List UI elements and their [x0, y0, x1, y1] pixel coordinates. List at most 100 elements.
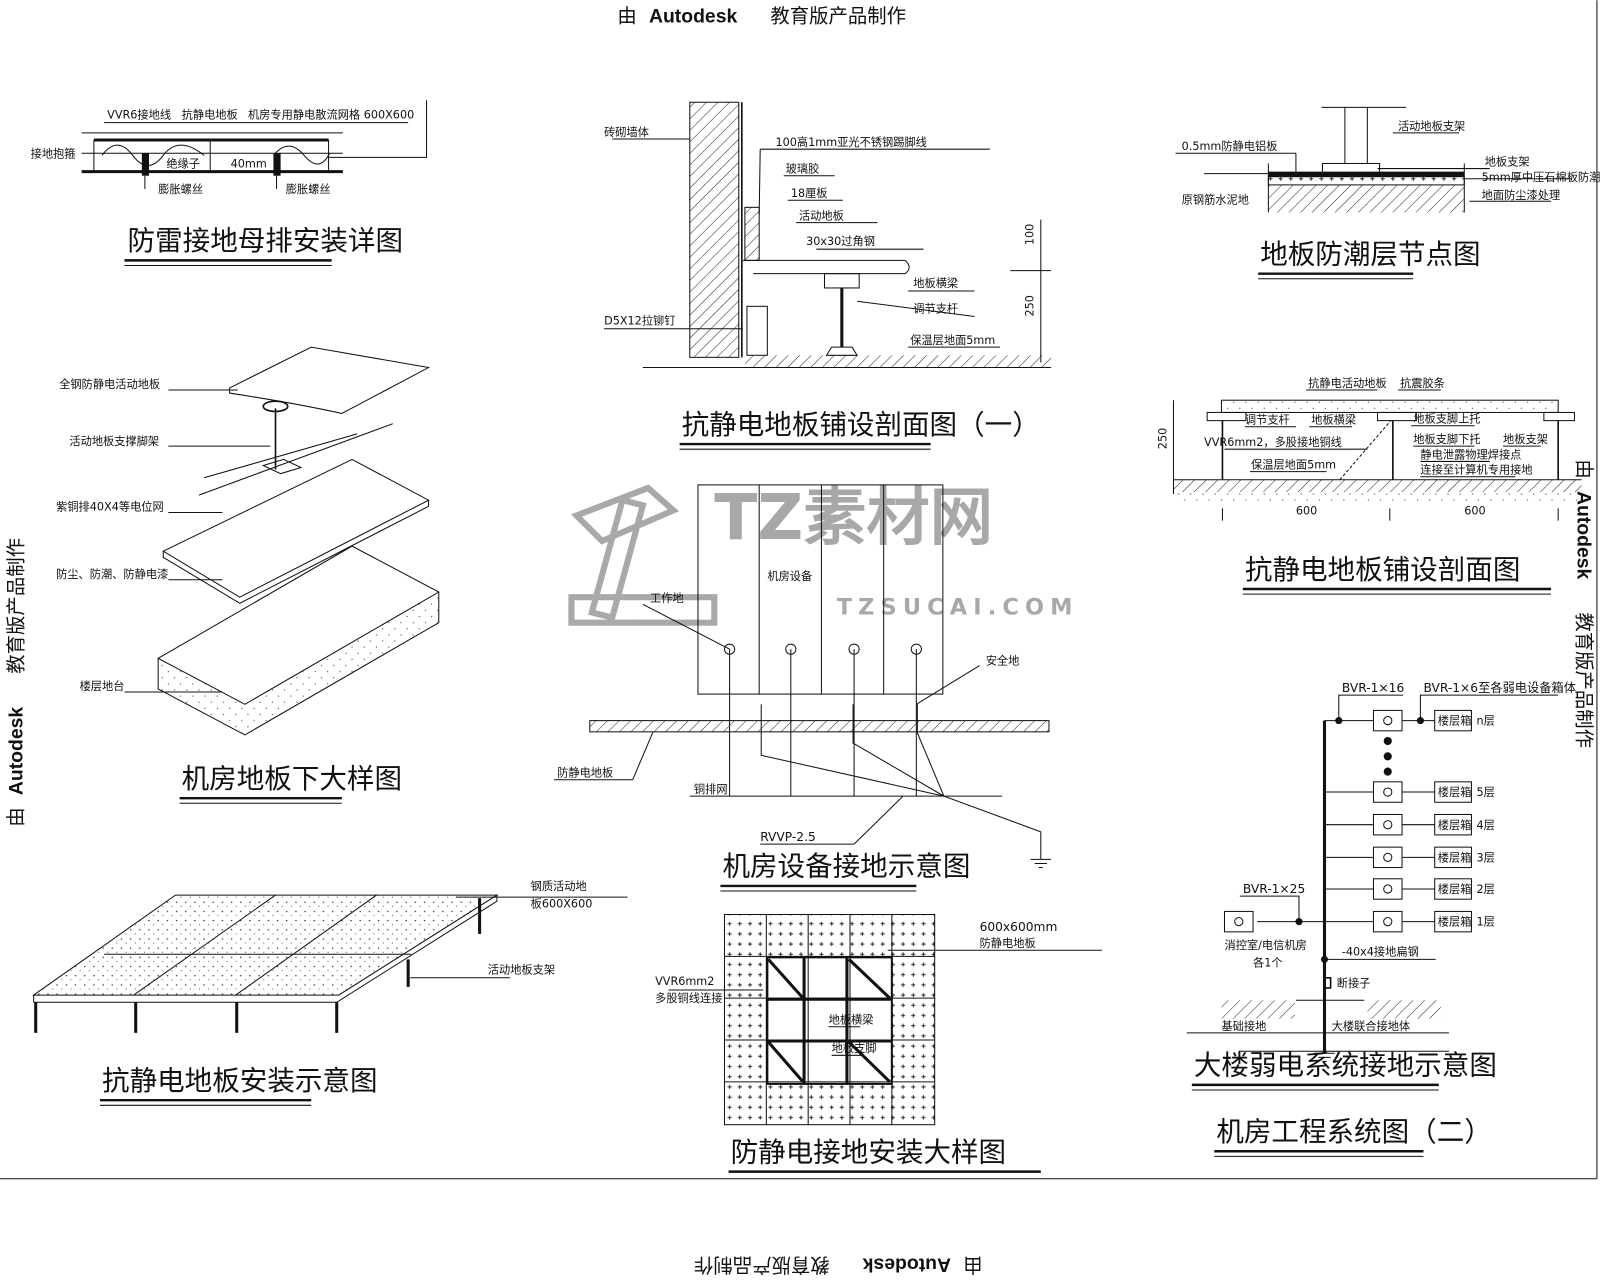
label-floor: 活动地板	[799, 209, 844, 223]
label-foot: 地板支脚	[832, 1041, 877, 1055]
title-static-grounding-detail: 防静电接地安装大样图	[731, 1136, 1006, 1168]
floor-row: 楼层箱 2层	[1324, 878, 1495, 900]
label-bracket: 地板支架	[1503, 432, 1548, 446]
autodesk-watermark-left: 由 Autodesk 教育版产品制作	[4, 538, 27, 827]
svg-text:Autodesk: Autodesk	[1573, 491, 1595, 579]
label-size: 600x600mm	[980, 920, 1058, 934]
floor-row: 楼层箱 4层	[1324, 813, 1495, 836]
autodesk-watermark-top: 由 Autodesk 教育版产品制作	[617, 5, 906, 28]
label-vvr6: VVR6接地线	[107, 108, 171, 122]
label-concrete: 原钢筋水泥地	[1182, 192, 1249, 206]
svg-text:教育版产品制作: 教育版产品制作	[1573, 612, 1596, 748]
label-floor: 抗静电活动地板	[1308, 376, 1387, 390]
equipment-grounding-drawing: 机房设备 工作地 安全地 防静电地板 铜排网 RVVP-2.5	[554, 484, 1052, 869]
ground-terminal-box	[1372, 813, 1403, 836]
label-panel-line2: 板600X600	[531, 896, 593, 910]
tzsucai-watermark: TZ素材网 TZSUCAI.COM	[568, 480, 1072, 626]
label-rivet: D5X12拉铆钉	[604, 314, 675, 328]
title-floor-install: 抗静电地板安装示意图	[102, 1065, 377, 1097]
label-glue: 玻璃胶	[786, 162, 820, 176]
floor-label: 5层	[1477, 786, 1495, 799]
label-clamp: 接地抱箍	[31, 146, 76, 160]
label-bolt-right: 膨胀螺丝	[286, 182, 331, 196]
title-underfloor-detail: 机房地板下大样图	[182, 763, 402, 795]
moisture-node-drawing: 活动地板支架 0.5mm防静电铝板 地板支架 5mm厚中压石棉板防潮层 原钢筋水…	[1175, 106, 1600, 213]
floor-box	[1434, 813, 1472, 836]
label-paint: 地面防尘漆处理	[1482, 188, 1561, 202]
label-slab: 楼层地台	[80, 679, 125, 693]
title-section-one: 抗静电地板铺设剖面图（一）	[682, 409, 1040, 441]
svg-text:Autodesk: Autodesk	[649, 6, 737, 28]
ground-terminal-box	[1372, 781, 1403, 803]
label-angle: 30x30过角钢	[806, 235, 875, 248]
label-trunk-cable: BVR-1×16	[1342, 681, 1405, 695]
label-floor: 防静电地板	[980, 936, 1036, 950]
floor-box	[1434, 878, 1472, 900]
ground-symbol-icon	[1383, 917, 1393, 927]
floor-row: 楼层箱 n层	[1324, 709, 1495, 732]
floor-label: 2层	[1477, 883, 1495, 896]
label-connect: 连接至计算机专用接地	[1420, 463, 1532, 477]
label-beam: 地板横梁	[913, 276, 958, 290]
static-grounding-detail-drawing: 600x600mm 防静电地板 VVR6mm2 多股铜线连接 地板横梁 地板支脚	[655, 913, 1103, 1126]
svg-text:教育版产品制作: 教育版产品制作	[694, 1253, 830, 1276]
ground-terminal-box	[1372, 878, 1403, 900]
autodesk-watermark-right: 由 Autodesk 教育版产品制作	[1573, 459, 1596, 748]
label-wire-1: VVR6mm2	[655, 975, 714, 988]
floor-row: 楼层箱 3层	[1324, 846, 1495, 869]
label-pedestal: 活动地板支撑脚架	[69, 434, 159, 448]
label-wire: VVR6mm2，多股接地铜线	[1204, 435, 1342, 449]
ground-terminal-box	[1372, 709, 1403, 732]
title-moisture-node: 地板防潮层节点图	[1260, 238, 1480, 270]
label-bolt-left: 膨胀螺丝	[158, 182, 203, 196]
ground-symbol-icon	[1383, 820, 1393, 830]
label-combined: 大楼联合接地体	[1332, 1019, 1411, 1033]
label-floor: 防静电地板	[557, 766, 613, 780]
label-foundation: 基础接地	[1221, 1020, 1266, 1033]
room-ground-box	[1223, 910, 1254, 933]
label-copper-grid: 铜排网	[694, 782, 728, 796]
svg-text:由: 由	[617, 5, 636, 28]
label-bracket: 地板支架	[1485, 155, 1530, 169]
label-wire-2: 多股铜线连接	[655, 991, 722, 1005]
label-safety-ground: 安全地	[986, 653, 1020, 667]
section-one-drawing: 砖砌墙体 100高1mm亚光不锈钢踢脚线 玻璃胶 18厘板 活动地板 30x30…	[604, 101, 1052, 369]
label-height: 40mm	[231, 158, 267, 171]
svg-text:Autodesk: Autodesk	[5, 707, 27, 796]
label-panel: 全钢防静电活动地板	[59, 377, 160, 391]
title-lightning-busbar: 防雷接地母排安装详图	[128, 225, 403, 257]
floor-box	[1434, 910, 1472, 933]
label-disconnect: 断接子	[1337, 976, 1371, 990]
ground-symbol-icon	[1383, 787, 1393, 797]
svg-text:教育版产品制作: 教育版产品制作	[4, 538, 27, 674]
ground-symbol-icon	[1383, 852, 1393, 862]
lightning-busbar-drawing: VVR6接地线 抗静电地板 机房专用静电散流网格 600X600 接地抱箍 绝缘…	[31, 100, 428, 196]
label-room-line1: 消控室/电信机房	[1224, 938, 1306, 952]
floor-label: n层	[1477, 715, 1495, 728]
floor-install-drawing: 钢质活动地 板600X600 活动地板支架	[32, 880, 628, 1033]
floor-label: 4层	[1477, 819, 1495, 832]
label-support: 活动地板支架	[488, 963, 555, 977]
floor-box	[1434, 781, 1472, 803]
label-asbestos: 5mm厚中压石棉板防潮层	[1482, 170, 1600, 184]
title-building-grounding: 大楼弱电系统接地示意图	[1194, 1050, 1497, 1082]
label-rod: 调节支杆	[1245, 413, 1290, 427]
label-insulation: 保温层地面5mm	[1251, 458, 1336, 472]
floor-box-label: 楼层箱	[1438, 785, 1472, 799]
label-strip: 抗震胶条	[1400, 376, 1445, 390]
label-floor: 抗静电地板	[182, 108, 238, 122]
floor-box-label: 楼层箱	[1438, 818, 1472, 832]
dim-span-1: 600	[1296, 504, 1317, 517]
dim-top: 100	[1024, 224, 1037, 245]
label-support: 活动地板支架	[1398, 119, 1465, 133]
label-insulator: 绝缘子	[166, 157, 200, 171]
label-cable: RVVP-2.5	[760, 830, 816, 844]
label-work-ground: 工作地	[650, 592, 684, 605]
label-wall: 砖砌墙体	[604, 125, 649, 139]
svg-text:由: 由	[4, 807, 27, 826]
label-beam: 地板横梁	[829, 1013, 874, 1027]
ground-symbol-icon	[1383, 884, 1393, 894]
floor-box	[1434, 709, 1472, 732]
label-upper: 地板支脚上托	[1413, 412, 1480, 426]
label-rod: 调节支杆	[913, 301, 958, 315]
